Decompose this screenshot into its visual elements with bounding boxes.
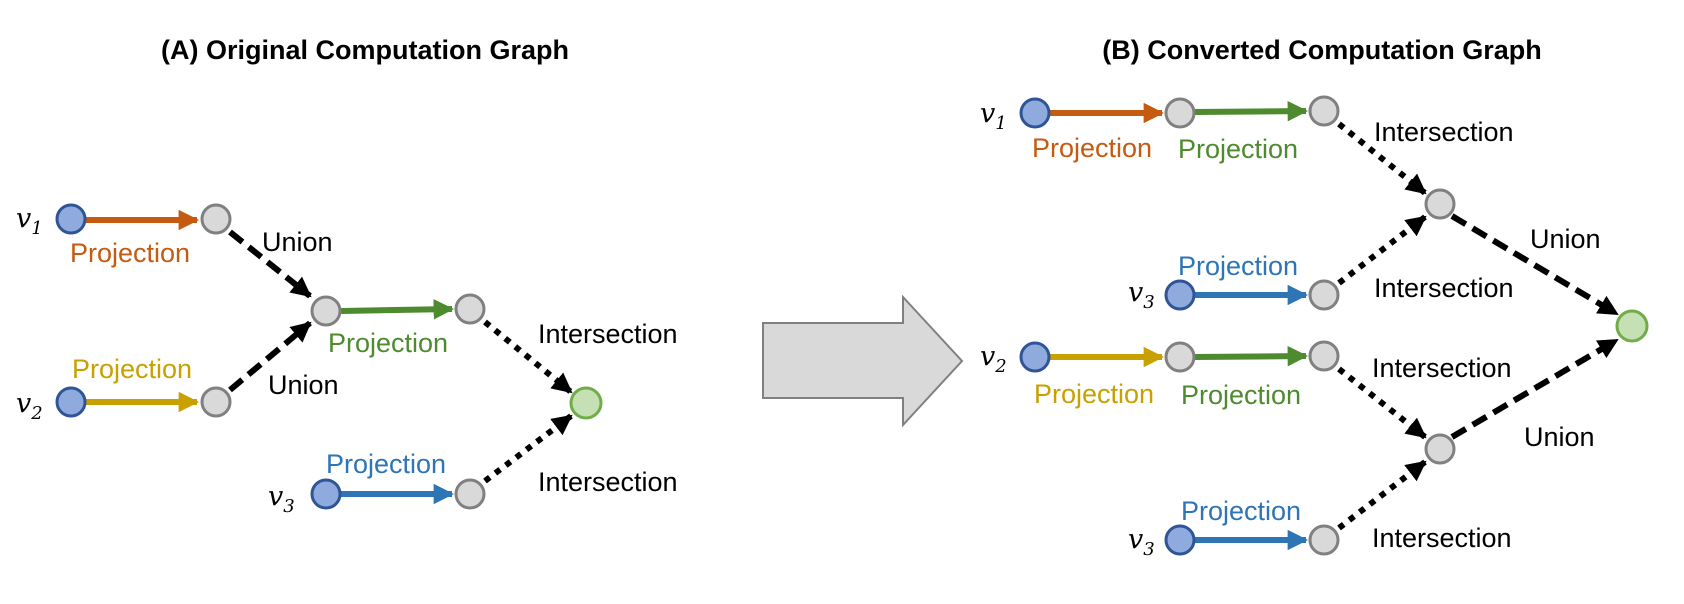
projection-label-v2-a: Projection <box>1034 379 1154 409</box>
anchor-node-v2 <box>55 386 87 418</box>
projection-label-v3-b: Projection <box>1181 496 1301 526</box>
variable-v1-label: v1 <box>980 98 1007 134</box>
variable-v3-label: v3 <box>1128 277 1155 313</box>
variable-v1-label: v1 <box>16 203 43 239</box>
union-edge-top <box>228 229 312 299</box>
projection-label-v1-a: Projection <box>1032 133 1152 163</box>
target-node <box>569 386 603 420</box>
variable-node <box>1308 279 1340 311</box>
variable-v3-name: v <box>268 481 283 512</box>
intersection-label: Intersection <box>1374 273 1514 303</box>
variable-v2-label: v2 <box>16 388 43 424</box>
variable-node <box>454 478 486 510</box>
variable-v3-subscript: 3 <box>1143 292 1154 313</box>
union-label-top: Union <box>262 227 333 257</box>
variable-v3-subscript: 3 <box>1143 539 1154 560</box>
variable-v1-name: v <box>16 203 31 234</box>
variable-node <box>1424 433 1456 465</box>
projection-label-v2: Projection <box>72 354 192 384</box>
panel-b: (B) Converted Computation Graph v1 v3 v2… <box>980 35 1649 560</box>
conversion-arrow-icon <box>762 294 964 428</box>
variable-v1-subscript: 1 <box>31 218 42 239</box>
variable-node <box>1164 97 1196 129</box>
projection-label-v1-b: Projection <box>1178 134 1298 164</box>
variable-v2-subscript: 2 <box>30 403 42 424</box>
variable-node <box>200 386 232 418</box>
panel-a: (A) Original Computation Graph v1 v2 v3 … <box>16 35 678 517</box>
intersection-label: Intersection <box>1372 353 1512 383</box>
intersection-label-bottom: Intersection <box>538 467 678 497</box>
variable-v1-subscript: 1 <box>995 113 1006 134</box>
variable-v2-name: v <box>16 388 31 419</box>
projection-label-v3: Projection <box>326 449 446 479</box>
union-label-top: Union <box>1530 224 1601 254</box>
intersection-edge <box>1337 121 1427 196</box>
intersection-edge <box>1337 214 1427 286</box>
variable-node <box>1308 340 1340 372</box>
variable-node <box>1308 524 1340 556</box>
projection-edge-middle <box>340 299 455 320</box>
projection-edge-v1-b <box>1194 100 1309 122</box>
variable-v3-label: v3 <box>1128 524 1155 560</box>
variable-v2-name: v <box>980 341 995 372</box>
union-label-bottom: Union <box>268 370 339 400</box>
variable-v3-name: v <box>1128 277 1143 308</box>
union-edge-top <box>1450 213 1619 317</box>
anchor-node-v1 <box>55 203 87 235</box>
variable-node <box>1424 188 1456 220</box>
variable-node <box>454 293 486 325</box>
variable-v1-name: v <box>980 98 995 129</box>
projection-label-v3-a: Projection <box>1178 251 1298 281</box>
intersection-label: Intersection <box>1372 523 1512 553</box>
projection-label-v2-b: Projection <box>1181 380 1301 410</box>
target-node <box>1615 309 1649 343</box>
panel-b-title: (B) Converted Computation Graph <box>1102 35 1542 65</box>
variable-v3-label: v3 <box>268 481 295 517</box>
anchor-node-v3 <box>1164 524 1196 556</box>
union-edge-bottom <box>228 320 312 393</box>
intersection-label-top: Intersection <box>538 319 678 349</box>
variable-v2-subscript: 2 <box>994 356 1006 377</box>
variable-v3-name: v <box>1128 524 1143 555</box>
projection-label-middle: Projection <box>328 328 448 358</box>
variable-node <box>1164 341 1196 373</box>
projection-label-v1: Projection <box>70 238 190 268</box>
intersection-label: Intersection <box>1374 117 1514 147</box>
anchor-node-v2 <box>1019 341 1051 373</box>
variable-node <box>200 203 232 235</box>
projection-edge-v2-b <box>1194 345 1309 367</box>
intersection-edge <box>1337 459 1427 531</box>
intersection-edge-top <box>483 319 573 395</box>
variable-node <box>310 295 342 327</box>
variable-v3-subscript: 3 <box>283 496 294 517</box>
union-label-bottom: Union <box>1524 422 1595 452</box>
anchor-node-v1 <box>1019 97 1051 129</box>
intersection-edge <box>1337 366 1427 440</box>
anchor-node-v3 <box>310 478 342 510</box>
variable-v2-label: v2 <box>980 341 1007 377</box>
panel-a-title: (A) Original Computation Graph <box>161 35 569 65</box>
anchor-node-v3 <box>1164 279 1196 311</box>
intersection-edge-bottom <box>483 413 573 484</box>
variable-node <box>1308 95 1340 127</box>
union-edge-bottom <box>1450 337 1619 440</box>
